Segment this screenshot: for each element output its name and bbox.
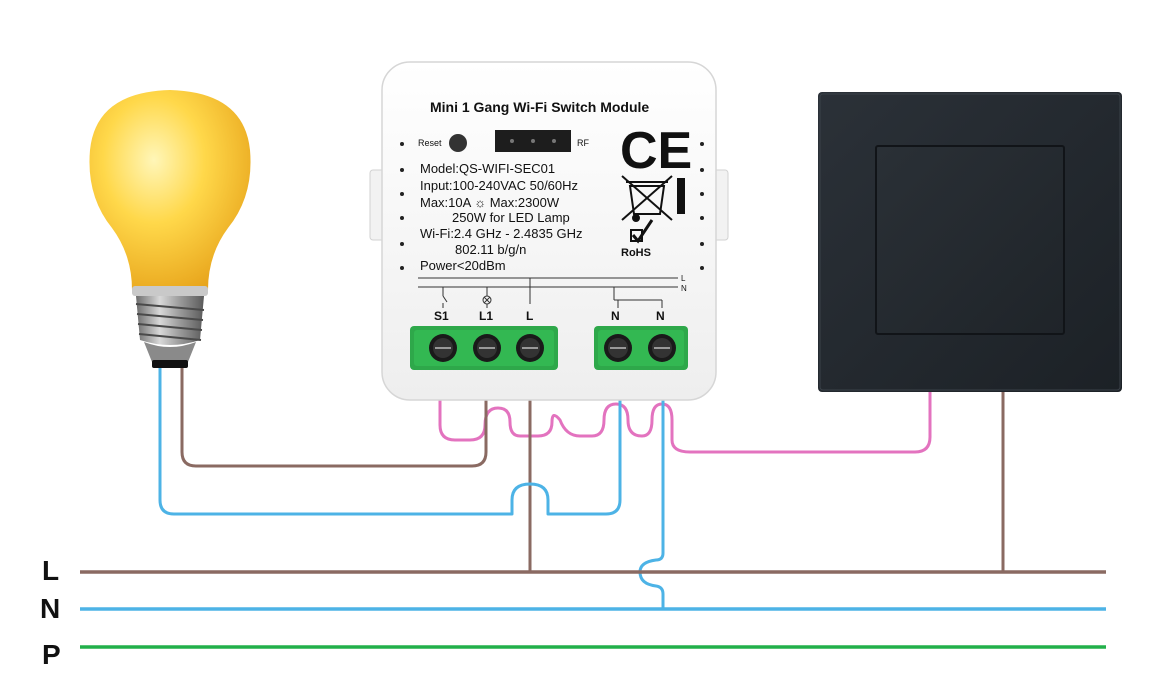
spec-line-6: 802.11 b/g/n [455,242,526,257]
terminal-label-l: L [526,309,533,323]
terminal-label-s1: S1 [434,309,449,323]
terminal-screw-s1[interactable] [429,334,457,362]
terminal-screw-l[interactable] [516,334,544,362]
rohs-label: RoHS [621,247,651,259]
weee-bar [677,178,685,214]
rohs-check-icon [630,219,654,244]
reset-button-icon[interactable] [449,134,467,152]
terminal-screw-n2[interactable] [648,334,676,362]
bus-label-n: N [40,593,60,624]
module-title: Mini 1 Gang Wi-Fi Switch Module [430,99,649,115]
terminal-label-n2: N [656,309,665,323]
wall-switch-icon [818,92,1122,392]
rail-label-l: L [681,274,686,283]
spec-line-1: Model:QS-WIFI-SEC01 [420,161,555,176]
wire-live-bulb [180,363,488,468]
weee-bin-icon [621,175,673,222]
bus-label-p: P [42,639,61,670]
spec-line-5: Wi-Fi:2.4 GHz - 2.4835 GHz [420,226,583,241]
terminal-screw-l1[interactable] [473,334,501,362]
spec-line-4: 250W for LED Lamp [452,210,570,225]
spec-line-7: Power<20dBm [420,258,506,273]
wire-neutral-bulb [158,363,622,516]
bus-lines: L N P [40,555,1106,670]
wire-switch-s1 [438,366,932,454]
terminal-label-l1: L1 [479,309,493,323]
light-bulb-icon [89,90,251,368]
rail-label-n: N [681,284,687,293]
switch-module: Mini 1 Gang Wi-Fi Switch Module Reset RF… [369,61,729,401]
rf-label: RF [577,138,589,148]
terminal-screw-n1[interactable] [604,334,632,362]
reset-label: Reset [418,138,442,148]
spec-line-2: Input:100-240VAC 50/60Hz [420,178,578,193]
ce-mark-icon: CE [620,122,692,180]
bus-label-l: L [42,555,59,586]
terminal-label-n1: N [611,309,620,323]
spec-line-3: Max:10A ☼ Max:2300W [420,195,560,210]
